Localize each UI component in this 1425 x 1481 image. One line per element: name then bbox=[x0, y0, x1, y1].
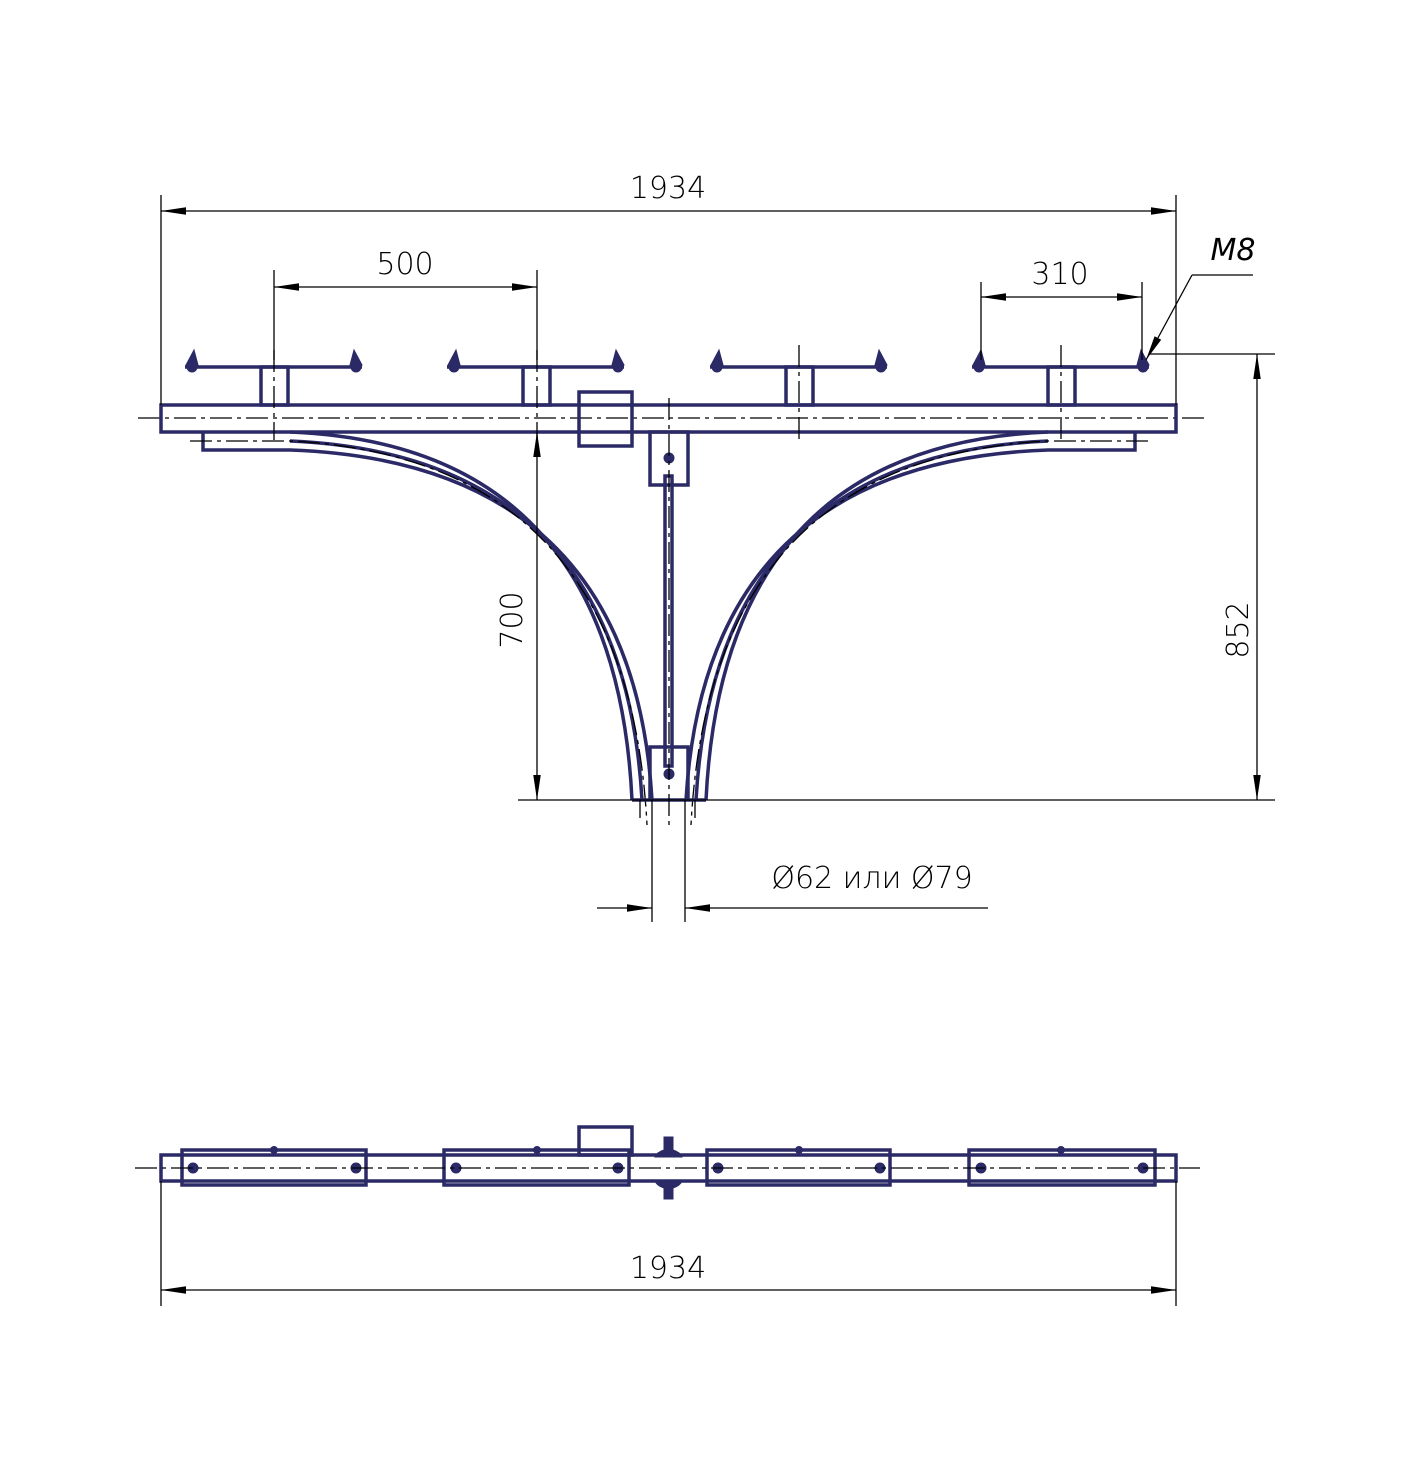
dimension-bracket-spacing: 500 bbox=[273, 247, 538, 360]
dimension-mount-diameter: Ø62 или Ø79 bbox=[597, 800, 988, 922]
right-curved-arm bbox=[684, 430, 1148, 826]
dim-1934-plan: 1934 bbox=[630, 1251, 706, 1286]
central-post bbox=[632, 398, 706, 830]
thread-callout: M8 bbox=[1145, 233, 1256, 361]
dim-700: 700 bbox=[495, 591, 530, 648]
plan-view: 1934 bbox=[135, 1125, 1200, 1306]
central-post-clamp bbox=[654, 1136, 683, 1200]
dim-310: 310 bbox=[1031, 257, 1088, 292]
mounting-brackets bbox=[185, 348, 1151, 407]
dim-500: 500 bbox=[376, 247, 433, 282]
front-view: 1934 500 310 M8 700 852 bbox=[138, 171, 1275, 922]
label-m8: M8 bbox=[1211, 233, 1256, 268]
junction-box bbox=[577, 1125, 634, 1157]
dim-1934: 1934 bbox=[630, 171, 706, 206]
dimension-arm-height: 700 bbox=[495, 432, 1275, 801]
dimension-total-height: 852 bbox=[1150, 353, 1275, 800]
left-curved-arm bbox=[190, 430, 654, 826]
junction-box bbox=[577, 390, 634, 448]
dim-852: 852 bbox=[1221, 601, 1256, 658]
dimension-bracket-span: 310 bbox=[980, 257, 1143, 360]
dim-diameter: Ø62 или Ø79 bbox=[771, 861, 972, 896]
dimension-overall-width: 1934 bbox=[160, 171, 1177, 405]
dimension-plan-width: 1934 bbox=[160, 1181, 1177, 1306]
